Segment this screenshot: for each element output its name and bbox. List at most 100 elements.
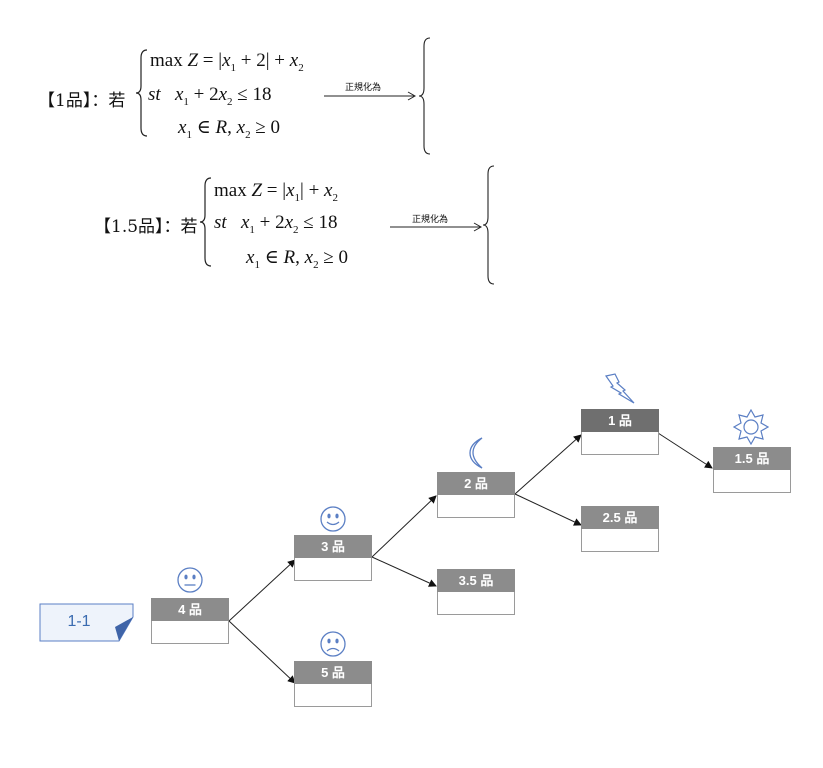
x1-var: x <box>222 50 231 71</box>
x1-var: x <box>174 84 184 105</box>
r-set: R <box>283 247 296 268</box>
node-3-label: 3 品 <box>294 535 372 558</box>
plus-sign: + <box>303 180 325 201</box>
node-2-5-body <box>581 529 659 552</box>
node-2-body <box>437 495 515 518</box>
plus-two: + 2 <box>188 84 219 105</box>
lightning-icon <box>604 373 635 404</box>
x1-var: x <box>246 247 255 268</box>
plus-two: + 2 <box>254 212 285 233</box>
node-4-label: 4 品 <box>151 598 229 621</box>
problem2-arrow <box>390 222 483 232</box>
folded-tag-shape <box>39 603 134 642</box>
rhs: ≥ 0 <box>250 117 280 138</box>
eq-sign: = <box>198 50 219 71</box>
node-1-5-label: 1.5 品 <box>713 447 791 470</box>
abs-open: | <box>218 50 223 71</box>
node-5-body <box>294 684 372 707</box>
x1-sub: 1 <box>249 224 255 236</box>
problem1-objective: max Z = |x1 + 2| + x2 <box>150 50 304 74</box>
node-2-label: 2 品 <box>437 472 515 495</box>
edge-3-35 <box>371 556 437 587</box>
problem1-right-brace <box>418 37 431 155</box>
problem1-constraint: st x1 + 2x2 ≤ 18 <box>148 84 271 108</box>
x2-sub: 2 <box>245 129 251 141</box>
x2-sub: 2 <box>332 192 338 204</box>
x1-var: x <box>178 117 187 138</box>
node-1-5-body <box>713 470 791 493</box>
z-var: Z <box>187 50 199 71</box>
x1-var: x <box>286 180 295 201</box>
plus-two: + 2 <box>236 50 266 71</box>
r-set: R <box>215 117 228 138</box>
node-3-5-label: 3.5 品 <box>437 569 515 592</box>
rhs: ≤ 18 <box>298 212 338 233</box>
node-3-5: 3.5 品 <box>437 569 515 616</box>
problem2-arrow-label: 正規化為 <box>412 215 449 225</box>
x1-sub: 1 <box>186 129 192 141</box>
node-4-body <box>151 621 229 644</box>
edge-2-1 <box>514 434 582 495</box>
folded-tag: 1-1 <box>39 603 134 642</box>
z-var: Z <box>251 180 263 201</box>
tag-label: 1-1 <box>67 613 91 630</box>
x2-var: x <box>289 50 299 71</box>
rhs: ≤ 18 <box>232 84 272 105</box>
node-3-body <box>294 558 372 581</box>
x2-var: x <box>324 180 333 201</box>
node-1-5: 1.5 品 <box>713 447 791 494</box>
x1-var: x <box>240 212 250 233</box>
problem2-objective: max Z = |x1| + x2 <box>214 180 338 204</box>
problem2-right-brace <box>482 165 495 285</box>
max-text: max <box>214 180 252 201</box>
problem1-arrow <box>324 91 417 101</box>
neutral-face-icon <box>177 567 203 593</box>
problem1-left-brace <box>135 49 148 137</box>
edge-4-3 <box>228 559 296 622</box>
node-5: 5 品 <box>294 661 372 708</box>
problem2-left-brace <box>199 177 212 267</box>
x2-sub: 2 <box>313 259 319 271</box>
x1-sub: 1 <box>183 96 189 108</box>
node-1-body <box>581 432 659 455</box>
problem1-label: 【1品】：若 <box>38 91 126 111</box>
node-1: 1 品 <box>581 409 659 456</box>
problem2-domain: x1 ∈ R, x2 ≥ 0 <box>246 246 348 271</box>
abs-close: | <box>265 50 270 71</box>
sun-icon <box>733 409 769 445</box>
comma: , <box>227 117 237 138</box>
problem1-domain: x1 ∈ R, x2 ≥ 0 <box>178 116 280 141</box>
node-2-5-label: 2.5 品 <box>581 506 659 529</box>
edge-3-2 <box>371 495 437 558</box>
x2-var: x <box>304 247 314 268</box>
comma: , <box>295 247 305 268</box>
x2-var: x <box>218 84 228 105</box>
node-2-5: 2.5 品 <box>581 506 659 553</box>
edge-1-15 <box>657 432 713 469</box>
x2-sub: 2 <box>227 96 233 108</box>
st-text: st <box>214 212 227 233</box>
x2-var: x <box>284 212 294 233</box>
abs-open: | <box>282 180 287 201</box>
x1-sub: 1 <box>254 259 260 271</box>
x2-sub: 2 <box>298 62 304 74</box>
frown-face-icon <box>320 631 346 657</box>
node-3: 3 品 <box>294 535 372 582</box>
edge-2-25 <box>514 493 582 526</box>
node-5-label: 5 品 <box>294 661 372 684</box>
eq-sign: = <box>262 180 283 201</box>
in-sign: ∈ <box>259 247 284 268</box>
st-text: st <box>148 84 161 105</box>
x1-sub: 1 <box>294 192 301 204</box>
node-1-label: 1 品 <box>581 409 659 432</box>
in-sign: ∈ <box>191 117 216 138</box>
problem1-arrow-label: 正規化為 <box>345 83 382 93</box>
plus-sign: + <box>269 50 290 71</box>
abs-close: | <box>300 180 304 201</box>
problem2-constraint: st x1 + 2x2 ≤ 18 <box>214 212 337 236</box>
max-text: max <box>150 50 188 71</box>
rhs: ≥ 0 <box>318 247 348 268</box>
x2-var: x <box>236 117 246 138</box>
node-4: 4 品 <box>151 598 229 645</box>
